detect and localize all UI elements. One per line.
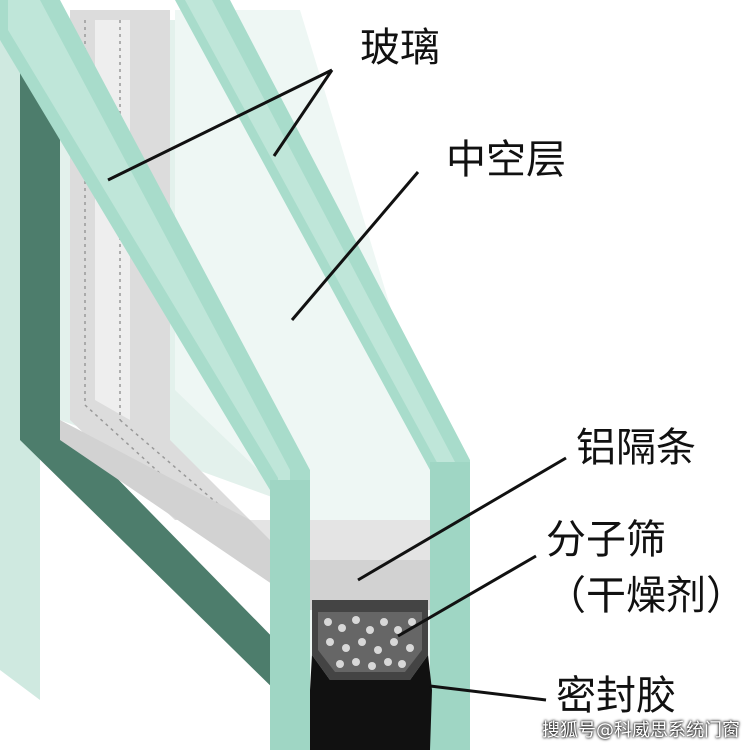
label-desiccant: （干燥剂） (546, 573, 746, 619)
label-cavity: 中空层 (446, 137, 566, 183)
spacer-bottom (60, 420, 430, 610)
label-aluminum-spacer: 铝隔条 (576, 425, 696, 471)
label-glass: 玻璃 (360, 25, 440, 71)
leader-lines (107, 68, 567, 702)
left-glass-end (270, 480, 310, 750)
watermark: 搜狐号@科威思系统门窗 (542, 720, 740, 741)
leader-glass-left (107, 68, 333, 182)
left-glass-pane-highlight (8, 0, 290, 750)
leader-glass-right (272, 69, 334, 157)
leader-sieve (397, 554, 537, 638)
label-sealant: 密封胶 (556, 673, 676, 719)
leader-spacer (357, 456, 567, 582)
label-molecular-sieve: 分子筛 (546, 517, 666, 563)
sealant (310, 655, 432, 750)
desiccant-beads (324, 616, 416, 670)
right-glass-pane-highlight (185, 0, 455, 750)
leader-cavity (290, 171, 420, 321)
leader-sealant (429, 684, 547, 702)
